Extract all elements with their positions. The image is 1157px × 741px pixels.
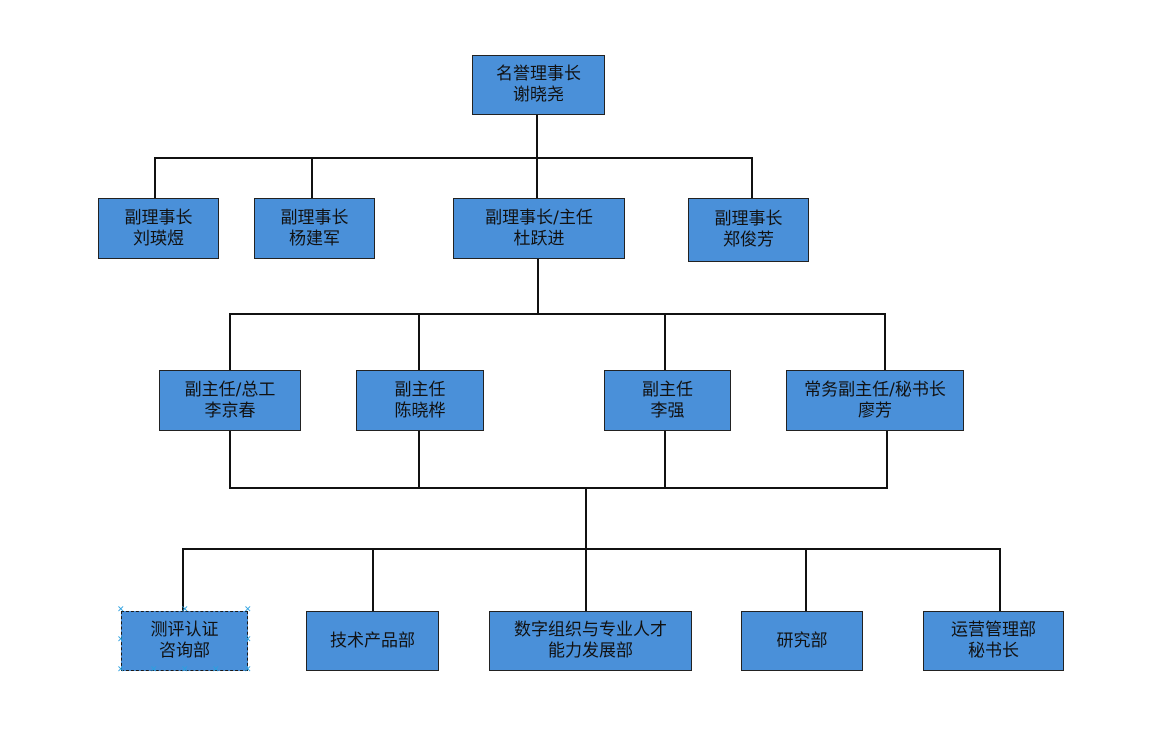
vice-chair-title: 副理事长/主任 — [485, 207, 593, 228]
vice-chair-title: 副理事长 — [280, 207, 349, 228]
selection-handle[interactable]: ✕ — [150, 665, 158, 675]
vice-chair-name: 刘瑛煜 — [133, 228, 184, 249]
vice-chair-title: 副理事长 — [124, 207, 193, 228]
selection-handle[interactable]: ✕ — [244, 605, 252, 615]
chair-name: 谢晓尧 — [513, 85, 564, 105]
deputy-title: 副主任 — [642, 379, 693, 400]
vice-chair-name: 杜跃进 — [513, 228, 565, 249]
vice-chair-box[interactable]: 副理事长 杨建军 — [254, 198, 375, 259]
deputy-name: 李京春 — [204, 400, 256, 421]
vice-chair-name: 郑俊芳 — [723, 230, 774, 250]
department-label: 秘书长 — [968, 641, 1019, 661]
selection-handle[interactable]: ✕ — [181, 665, 189, 675]
selection-handle[interactable]: ✕ — [117, 635, 125, 645]
vice-chair-box[interactable]: 副理事长 郑俊芳 — [688, 198, 809, 262]
vice-chair-name: 杨建军 — [289, 228, 340, 249]
selection-handle[interactable]: ✕ — [244, 665, 252, 675]
selection-handle[interactable]: ✕ — [117, 605, 125, 615]
vice-chair-title: 副理事长 — [714, 209, 783, 229]
deputy-director-box[interactable]: 副主任 李强 — [604, 370, 731, 431]
department-label: 技术产品部 — [330, 630, 415, 651]
department-box[interactable]: 研究部 — [741, 611, 863, 671]
vice-chair-box[interactable]: 副理事长 刘瑛煜 — [98, 198, 219, 259]
deputy-name: 廖芳 — [858, 400, 892, 421]
chair-box[interactable]: 名誉理事长 谢晓尧 — [472, 55, 605, 115]
deputy-title: 常务副主任/秘书长 — [804, 379, 946, 400]
vice-chair-director-box[interactable]: 副理事长/主任 杜跃进 — [453, 198, 625, 259]
department-box[interactable]: 数字组织与专业人才 能力发展部 — [489, 611, 692, 671]
department-box-selected[interactable]: 测评认证 咨询部 — [121, 611, 248, 671]
department-label: 测评认证 — [150, 620, 219, 640]
department-box[interactable]: 运营管理部 秘书长 — [923, 611, 1064, 671]
executive-deputy-box[interactable]: 常务副主任/秘书长 廖芳 — [786, 370, 964, 431]
department-label: 研究部 — [776, 630, 828, 651]
deputy-title: 副主任 — [394, 379, 446, 400]
selection-handle[interactable]: ✕ — [117, 665, 125, 675]
deputy-name: 陈晓桦 — [394, 400, 446, 421]
department-box[interactable]: 技术产品部 — [306, 611, 439, 671]
chair-title: 名誉理事长 — [496, 64, 581, 84]
selection-handle[interactable]: ✕ — [244, 635, 252, 645]
deputy-director-box[interactable]: 副主任/总工 李京春 — [159, 370, 301, 431]
department-label: 能力发展部 — [548, 641, 633, 661]
deputy-name: 李强 — [650, 400, 685, 421]
selection-handle[interactable]: ✕ — [212, 665, 220, 675]
department-label: 咨询部 — [159, 641, 210, 661]
department-label: 运营管理部 — [951, 620, 1036, 640]
selection-handle[interactable]: ✕ — [181, 605, 189, 615]
deputy-director-box[interactable]: 副主任 陈晓桦 — [356, 370, 484, 431]
department-label: 数字组织与专业人才 — [514, 620, 667, 640]
deputy-title: 副主任/总工 — [184, 379, 276, 400]
